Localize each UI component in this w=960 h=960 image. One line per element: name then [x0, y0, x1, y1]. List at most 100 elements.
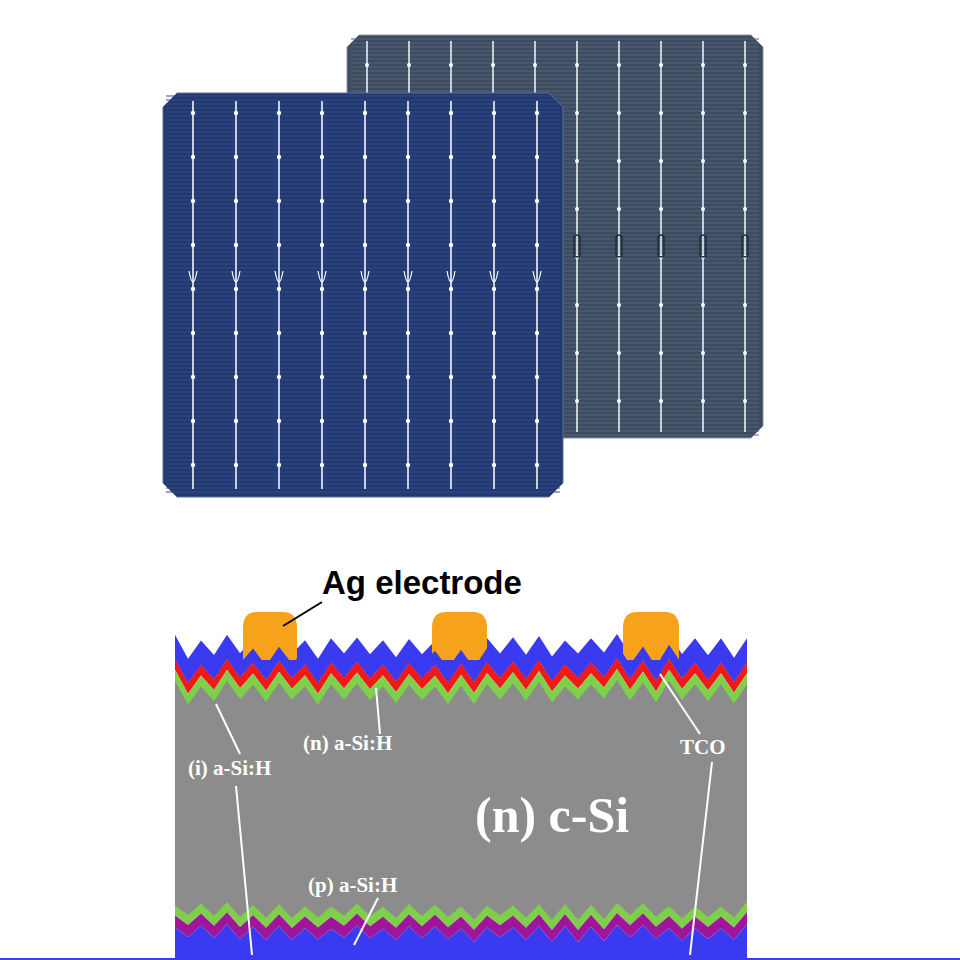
finger-line [166, 223, 560, 224]
finger-line [166, 351, 560, 352]
notch [447, 271, 455, 282]
finger-line [166, 383, 560, 384]
solder-pad [277, 419, 281, 423]
finger-line [166, 483, 560, 484]
tco-edge [0, 958, 960, 960]
solder-pad [535, 419, 539, 423]
solder-pad [191, 375, 195, 379]
finger-line [166, 211, 560, 212]
solder-pad [320, 331, 324, 335]
solder-pad [320, 155, 324, 159]
solder-pad [575, 63, 579, 67]
solder-pad [492, 419, 496, 423]
solder-pad [363, 243, 367, 247]
finger-line [166, 119, 560, 120]
finger-line [166, 307, 560, 308]
finger-line [166, 215, 560, 216]
layer-label: (n) a-Si:H [303, 731, 392, 756]
layer-label: (i) a-Si:H [188, 756, 271, 781]
leader-line [376, 688, 380, 734]
solder-pad [363, 155, 367, 159]
finger-line [166, 151, 560, 152]
solder-pad [363, 199, 367, 203]
solder-pad [701, 351, 705, 355]
solder-pad [449, 199, 453, 203]
finger-line [166, 123, 560, 124]
solder-pad [449, 111, 453, 115]
solder-pad [406, 243, 410, 247]
front-cell [163, 93, 563, 497]
notch [574, 235, 580, 257]
finger-line [166, 359, 560, 360]
solder-pad [277, 199, 281, 203]
solder-pad [617, 207, 621, 211]
finger-line [166, 315, 560, 316]
solder-pad [535, 111, 539, 115]
solder-pad [449, 155, 453, 159]
finger-line [166, 187, 560, 188]
solder-pad [617, 351, 621, 355]
solder-pad [449, 375, 453, 379]
notch [658, 235, 664, 257]
finger-line [166, 203, 560, 204]
solder-pad [575, 399, 579, 403]
solder-pad [191, 155, 195, 159]
solder-pad [234, 111, 238, 115]
finger-line [166, 195, 560, 196]
finger-line [166, 171, 560, 172]
finger-line [166, 431, 560, 432]
finger-line [166, 207, 560, 208]
solder-pad [743, 111, 747, 115]
solder-pad [535, 463, 539, 467]
layer-label: TCO [680, 735, 726, 760]
cell-body [163, 93, 563, 497]
finger-line [166, 407, 560, 408]
finger-line [351, 91, 759, 92]
solder-pad [575, 303, 579, 307]
solder-pad [320, 287, 324, 291]
solder-pad [363, 463, 367, 467]
solder-pad [234, 199, 238, 203]
finger-line [166, 163, 560, 164]
solder-pad [320, 419, 324, 423]
solder-pad [191, 463, 195, 467]
solder-pad [701, 63, 705, 67]
solder-pad [191, 331, 195, 335]
finger-line [166, 323, 560, 324]
notch [490, 271, 498, 282]
material-label: (n) c-Si [475, 786, 629, 844]
solder-pad [617, 399, 621, 403]
solder-pad [659, 351, 663, 355]
finger-line [166, 363, 560, 364]
finger-line [166, 319, 560, 320]
leader-line [690, 762, 712, 955]
finger-line [166, 339, 560, 340]
solder-pad [449, 63, 453, 67]
solder-pad [234, 419, 238, 423]
finger-line [166, 451, 560, 452]
solder-pad [659, 303, 663, 307]
finger-line [166, 95, 560, 96]
wafer-region: (n) c-Si [475, 786, 629, 844]
solder-pad [277, 287, 281, 291]
solder-pad [449, 287, 453, 291]
finger-line [166, 115, 560, 116]
solder-pad [659, 159, 663, 163]
solder-pad [449, 331, 453, 335]
finger-line [166, 395, 560, 396]
finger-line [351, 71, 759, 72]
solder-pad [234, 375, 238, 379]
solder-pad [701, 159, 705, 163]
solder-pad [277, 111, 281, 115]
solder-pad [617, 303, 621, 307]
notch [361, 271, 369, 282]
solder-pad [191, 111, 195, 115]
notch [232, 271, 240, 282]
finger-line [166, 403, 560, 404]
finger-line [166, 271, 560, 272]
busbar [618, 41, 620, 432]
finger-line [351, 63, 759, 64]
solder-pad [406, 199, 410, 203]
solder-pad [449, 463, 453, 467]
solder-pad [743, 399, 747, 403]
